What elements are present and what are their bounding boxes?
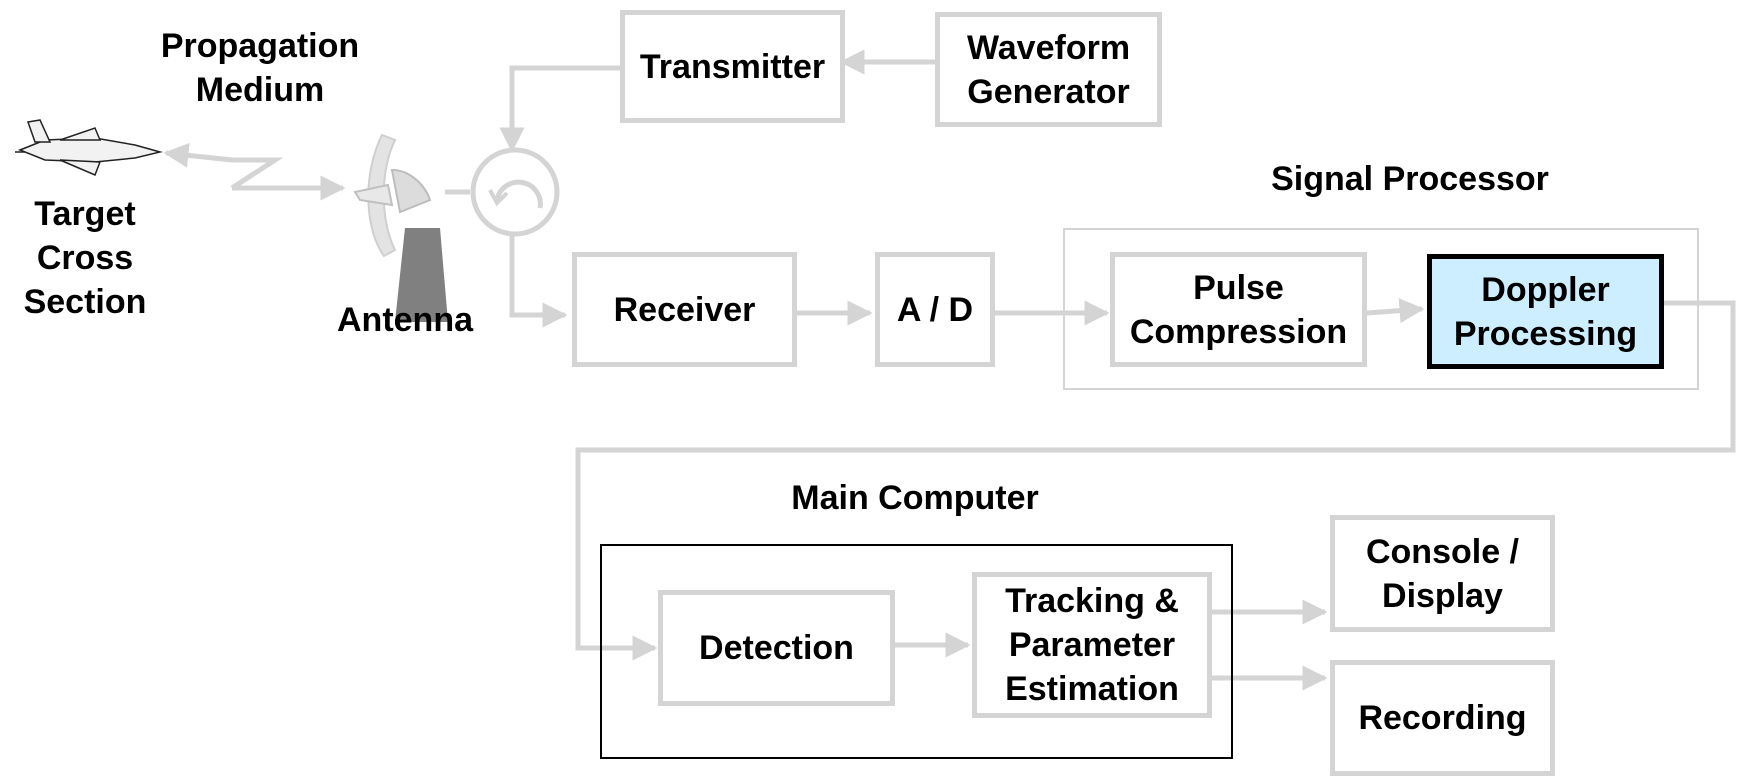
ad-block: A / D xyxy=(875,252,995,367)
main-computer-label: Main Computer xyxy=(791,479,1039,517)
receiver-block: Receiver xyxy=(572,252,797,367)
radar-dish-icon xyxy=(353,133,448,322)
antenna-label: Antenna xyxy=(337,301,473,339)
pulse-compression-block: Pulse Compression xyxy=(1110,252,1367,367)
arrow-medium-to-target xyxy=(163,142,284,191)
arrow-pulse-to-doppler xyxy=(1366,298,1425,324)
detection-block: Detection xyxy=(658,590,895,706)
fighter-jet-icon xyxy=(15,119,163,176)
waveform-generator-block: Waveform Generator xyxy=(935,12,1162,127)
propagation-medium-label: Propagation Medium xyxy=(160,27,360,109)
arrow-doppler-to-detection xyxy=(575,300,1736,661)
arrow-circulator-to-receiver xyxy=(509,234,568,328)
tracking-parameter-estimation-block: Tracking & Parameter Estimation xyxy=(972,572,1212,718)
console-display-block: Console / Display xyxy=(1330,515,1555,632)
signal-processor-label: Signal Processor xyxy=(1271,160,1549,198)
recording-block: Recording xyxy=(1330,660,1555,776)
circulator-icon xyxy=(470,147,560,237)
signal-processor-group xyxy=(1063,228,1699,390)
target-cross-section-label: Target Cross Section xyxy=(23,195,147,321)
transmitter-block: Transmitter xyxy=(620,10,845,123)
doppler-processing-block: Doppler Processing xyxy=(1427,254,1664,369)
arrow-transmitter-to-circulator xyxy=(499,65,620,153)
main-computer-group xyxy=(600,544,1233,759)
